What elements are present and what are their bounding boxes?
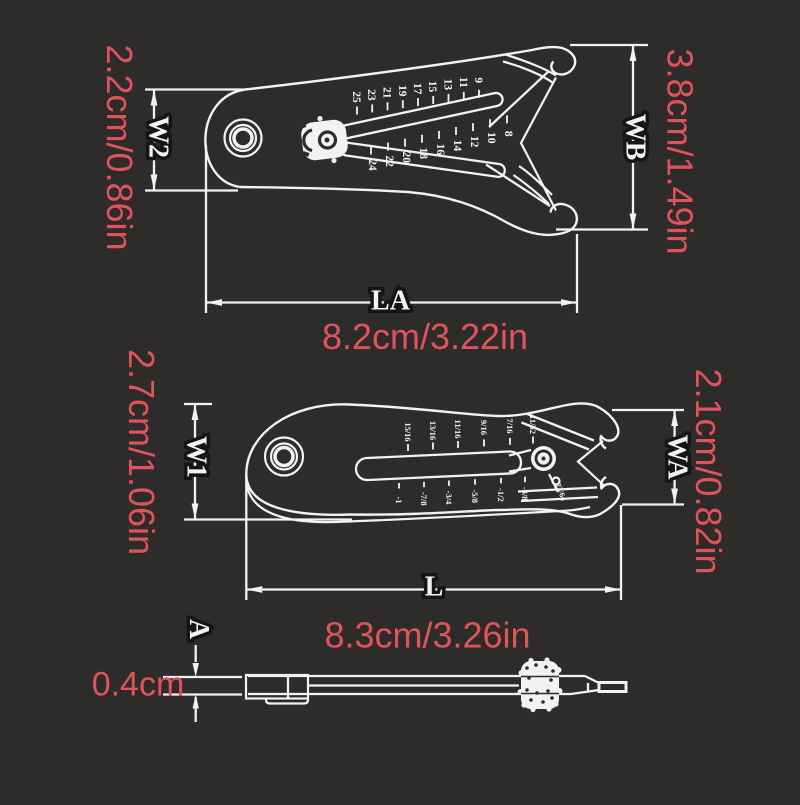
- svg-text:21: 21: [381, 87, 393, 99]
- svg-text:18: 18: [417, 148, 429, 160]
- svg-text:-3/4: -3/4: [444, 491, 454, 505]
- svg-text:16: 16: [434, 144, 446, 156]
- svg-text:-1: -1: [394, 496, 404, 503]
- svg-text:13: 13: [442, 79, 454, 91]
- svg-text:13/16: 13/16: [428, 421, 438, 440]
- svg-text:WA: WA: [662, 434, 693, 480]
- svg-text:22: 22: [383, 155, 395, 167]
- svg-text:23: 23: [365, 89, 377, 101]
- svg-text:8: 8: [502, 131, 514, 137]
- svg-text:W2: W2: [143, 116, 174, 158]
- svg-text:15: 15: [426, 81, 438, 93]
- svg-text:9: 9: [472, 77, 484, 83]
- svg-text:17: 17: [411, 83, 423, 95]
- svg-text:WB: WB: [620, 114, 651, 161]
- svg-text:2.2cm/0.86in: 2.2cm/0.86in: [99, 44, 140, 250]
- svg-text:LA: LA: [371, 286, 411, 317]
- svg-text:8.2cm/3.22in: 8.2cm/3.22in: [322, 316, 528, 357]
- svg-text:11/16: 11/16: [453, 420, 463, 439]
- svg-text:14: 14: [451, 140, 463, 152]
- svg-text:11/32: 11/32: [528, 415, 538, 434]
- svg-text:W1: W1: [181, 436, 212, 478]
- svg-text:11: 11: [457, 77, 469, 88]
- svg-text:20: 20: [400, 151, 412, 163]
- svg-text:-3/8: -3/8: [520, 487, 530, 501]
- svg-text:-7/8: -7/8: [419, 492, 429, 506]
- svg-text:24: 24: [366, 159, 378, 171]
- svg-text:19: 19: [396, 85, 408, 97]
- svg-text:8.3cm/3.26in: 8.3cm/3.26in: [324, 615, 530, 656]
- svg-text:-5/8: -5/8: [470, 489, 480, 503]
- svg-text:9/16: 9/16: [479, 420, 489, 435]
- svg-text:10: 10: [485, 132, 497, 144]
- svg-text:25: 25: [350, 91, 362, 103]
- svg-text:A: A: [183, 619, 214, 640]
- svg-text:L: L: [425, 572, 444, 603]
- svg-text:12: 12: [468, 136, 480, 148]
- svg-text:-1/2: -1/2: [496, 488, 506, 502]
- svg-text:3.8cm/1.49in: 3.8cm/1.49in: [660, 48, 701, 254]
- svg-text:0.4cm: 0.4cm: [92, 666, 185, 704]
- svg-text:7/16: 7/16: [505, 418, 515, 433]
- svg-text:2.7cm/1.06in: 2.7cm/1.06in: [121, 349, 162, 555]
- svg-text:2.1cm/0.82in: 2.1cm/0.82in: [688, 368, 729, 574]
- svg-text:15/16: 15/16: [403, 422, 413, 441]
